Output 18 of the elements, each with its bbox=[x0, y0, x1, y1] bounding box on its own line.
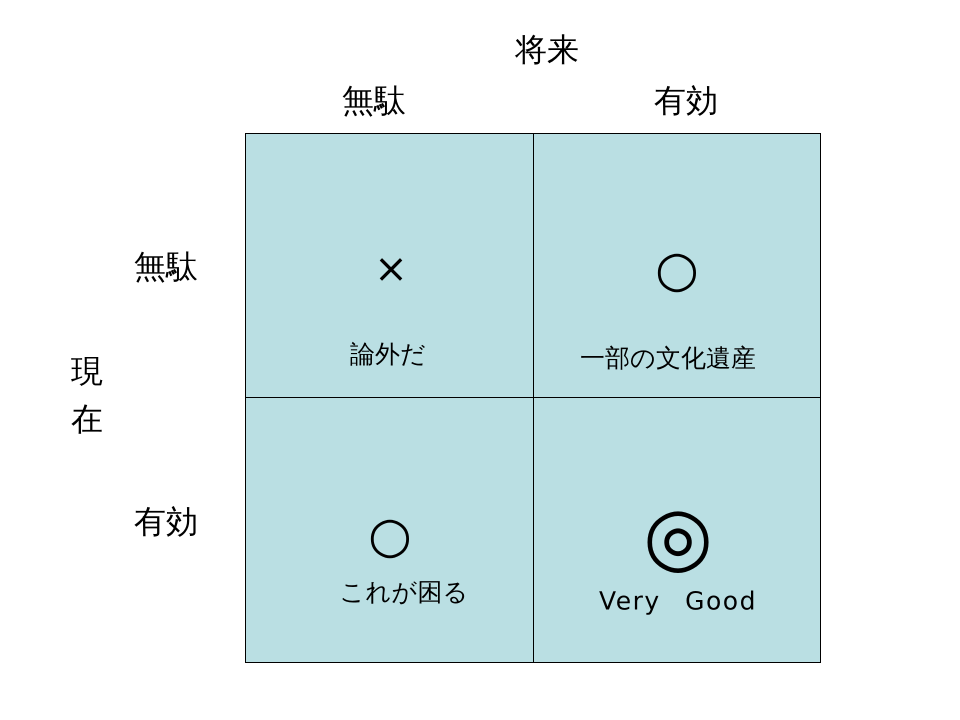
cross-mark: × bbox=[374, 249, 408, 289]
cell-text: Very Good bbox=[599, 587, 757, 615]
axis-title: 現在 bbox=[71, 351, 103, 440]
cell-text: これが困る bbox=[340, 578, 468, 606]
row-header: 有効 bbox=[134, 504, 198, 540]
cell-text: 論外だ bbox=[350, 340, 426, 368]
axis-title: 将来 bbox=[515, 32, 579, 68]
column-header: 有効 bbox=[654, 83, 718, 119]
double-circle-mark: ◎ bbox=[643, 496, 713, 576]
matrix-cell bbox=[245, 397, 534, 663]
column-header: 無駄 bbox=[342, 83, 406, 119]
matrix-cell bbox=[533, 133, 821, 398]
cell-text: 一部の文化遺産 bbox=[580, 344, 756, 372]
row-header: 無駄 bbox=[134, 249, 198, 285]
matrix-cell bbox=[245, 133, 534, 398]
circle-mark: ○ bbox=[655, 244, 699, 294]
circle-mark: ○ bbox=[368, 510, 412, 560]
matrix-cell bbox=[533, 397, 821, 663]
